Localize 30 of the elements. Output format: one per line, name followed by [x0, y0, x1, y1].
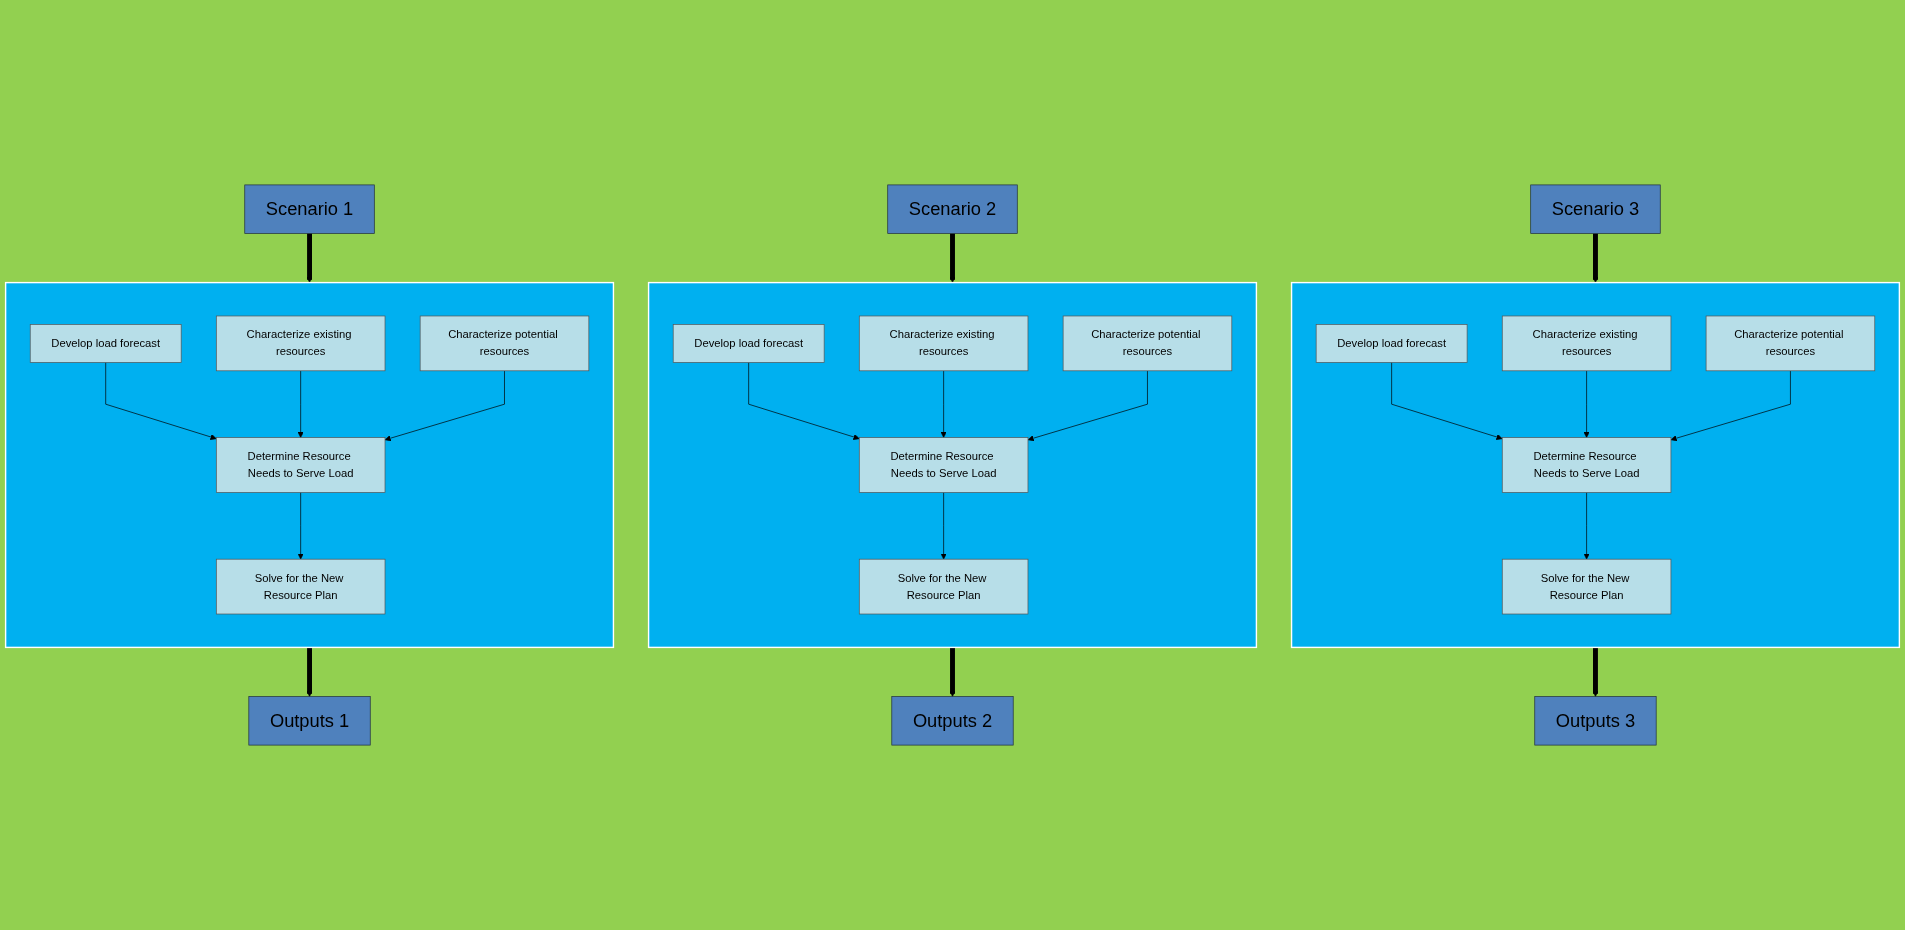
node-box: Develop load forecast [29, 324, 182, 363]
node-box: Characterize existing resources [1501, 315, 1672, 372]
cluster [4, 281, 615, 649]
node-box: Determine Resource Needs to Serve Load [1501, 437, 1672, 493]
node-box: Solve for the New Resource Plan [1501, 558, 1672, 615]
node-box: Characterize potential resources [1705, 315, 1876, 372]
node-box: Solve for the New Resource Plan [858, 558, 1029, 615]
node-box: Characterize existing resources [858, 315, 1029, 372]
arrow [1592, 233, 1599, 283]
node-box: Characterize potential resources [1062, 315, 1233, 372]
node-box: Scenario 3 [1530, 184, 1661, 234]
node-box: Determine Resource Needs to Serve Load [215, 437, 386, 493]
node-box: Characterize existing resources [215, 315, 386, 372]
node-box: Outputs 3 [1534, 696, 1657, 746]
node-box: Characterize potential resources [419, 315, 590, 372]
node-box: Develop load forecast [672, 324, 825, 363]
cluster [647, 281, 1258, 649]
node-box: Solve for the New Resource Plan [215, 558, 386, 615]
node-box: Develop load forecast [1315, 324, 1468, 363]
arrow [306, 647, 313, 697]
arrow [306, 233, 313, 283]
node-box: Scenario 1 [244, 184, 375, 234]
node-box: Determine Resource Needs to Serve Load [858, 437, 1029, 493]
node-box: Outputs 1 [248, 696, 371, 746]
arrow [949, 647, 956, 697]
node-box: Outputs 2 [891, 696, 1014, 746]
arrow [949, 233, 956, 283]
cluster [1290, 281, 1901, 649]
node-box: Scenario 2 [887, 184, 1018, 234]
arrow [1592, 647, 1599, 697]
